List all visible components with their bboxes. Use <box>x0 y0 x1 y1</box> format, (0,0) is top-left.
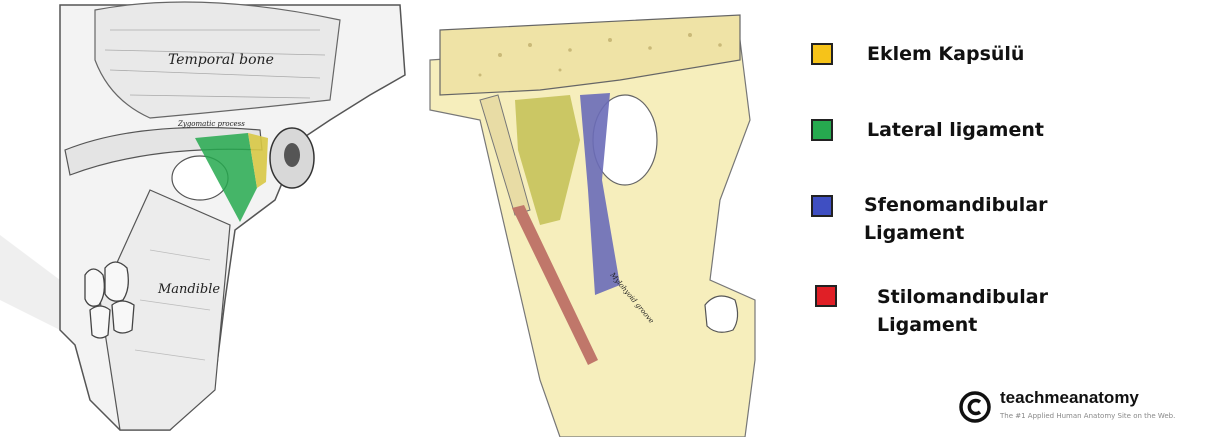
temporal-bone-label: Temporal bone <box>168 52 274 68</box>
brand-tagline: The #1 Applied Human Anatomy Site on the… <box>1000 412 1175 420</box>
legend-swatch-yellow <box>811 43 833 65</box>
legend-swatch-green <box>811 119 833 141</box>
legend-label-stylomandibular: Stilomandibular Ligament <box>877 283 1048 339</box>
teachmeanatomy-brand: teachmeanatomy The #1 Applied Human Anat… <box>958 388 1198 428</box>
legend-swatch-red <box>815 285 837 307</box>
zygomatic-process-label: Zygomatic process <box>177 120 245 128</box>
legend-item-stylomandibular: Stilomandibular Ligament <box>815 283 1048 339</box>
medial-tmj-illustration: Mylohyoid groove <box>420 0 760 437</box>
legend-item-lateral-ligament: Lateral ligament <box>811 116 1044 144</box>
legend-swatch-blue <box>811 195 833 217</box>
lateral-tmj-illustration: Temporal bone Zygomatic process Mandible <box>0 0 420 437</box>
legend-label-joint-capsule: Eklem Kapsülü <box>867 40 1024 68</box>
brand-name: teachmeanatomy <box>1000 388 1139 408</box>
legend-label-lateral-ligament: Lateral ligament <box>867 116 1044 144</box>
legend-item-joint-capsule: Eklem Kapsülü <box>811 40 1024 68</box>
legend-item-sphenomandibular: Sfenomandibular Ligament <box>811 191 1048 247</box>
copyright-icon <box>958 390 992 424</box>
watermark-chevron <box>0 235 60 330</box>
legend-label-sphenomandibular: Sfenomandibular Ligament <box>864 191 1048 247</box>
mandible-label: Mandible <box>157 282 220 297</box>
ear-canal-hole <box>284 143 300 167</box>
molar-tooth-medial <box>705 296 738 332</box>
